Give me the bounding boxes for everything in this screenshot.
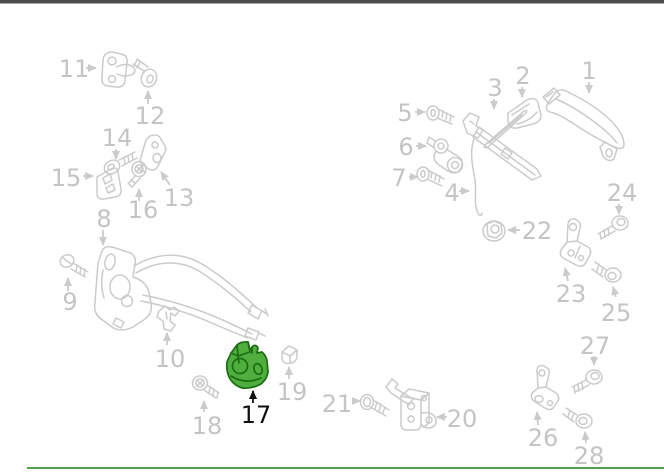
callout-25-label[interactable]: 25 xyxy=(601,299,632,327)
callout-23-arrow xyxy=(562,267,571,282)
part-25-bolt[interactable] xyxy=(591,261,622,283)
callout-5-label[interactable]: 5 xyxy=(397,99,412,127)
callout-23-label[interactable]: 23 xyxy=(556,280,587,308)
part-5-screw[interactable] xyxy=(426,105,455,125)
part-12-screw[interactable] xyxy=(132,58,159,89)
callout-16-label[interactable]: 16 xyxy=(128,196,159,224)
callout-22-label[interactable]: 22 xyxy=(522,217,553,245)
part-26-hinge[interactable] xyxy=(530,364,560,411)
top-border-bar xyxy=(0,0,664,4)
part-10-t-bracket[interactable] xyxy=(156,305,180,332)
part-1-outside-handle[interactable] xyxy=(542,87,625,162)
part-4-rod-linkage[interactable] xyxy=(462,112,542,216)
callout-11-label[interactable]: 11 xyxy=(59,55,90,83)
part-15-clip-bracket[interactable] xyxy=(96,167,122,200)
callout-26-label[interactable]: 26 xyxy=(528,424,559,452)
part-13-curved-plate[interactable] xyxy=(139,134,167,173)
part-7-screw[interactable] xyxy=(416,166,445,187)
part-18-screw[interactable] xyxy=(191,375,220,399)
callout-13-arrow xyxy=(160,171,171,186)
callout-27-label[interactable]: 27 xyxy=(580,332,611,360)
part-22-grommet-nut[interactable] xyxy=(482,220,506,242)
part-16-screw[interactable] xyxy=(127,160,147,188)
part-14-bolt[interactable] xyxy=(102,151,138,177)
part-6-bell-crank[interactable] xyxy=(426,136,464,174)
callout-13-label[interactable]: 13 xyxy=(164,184,195,212)
part-23-hinge[interactable] xyxy=(559,218,592,268)
callout-3-label[interactable]: 3 xyxy=(487,74,502,102)
callout-20-label[interactable]: 20 xyxy=(447,405,478,433)
callout-6-label[interactable]: 6 xyxy=(398,133,413,161)
callout-7-label[interactable]: 7 xyxy=(391,164,406,192)
callout-19-label[interactable]: 19 xyxy=(277,378,308,406)
callout-17-label-selected[interactable]: 17 xyxy=(241,401,272,429)
callout-12-label[interactable]: 12 xyxy=(135,102,166,130)
part-27-bolt[interactable] xyxy=(571,369,603,394)
callout-25-arrow xyxy=(611,286,620,298)
part-19-clip[interactable] xyxy=(281,345,298,365)
callout-18-label[interactable]: 18 xyxy=(192,412,223,440)
callout-1-label[interactable]: 1 xyxy=(581,57,596,85)
callout-14-label[interactable]: 14 xyxy=(102,124,133,152)
callout-15-label[interactable]: 15 xyxy=(51,164,82,192)
part-24-bolt[interactable] xyxy=(597,215,629,240)
bottom-accent-line xyxy=(27,467,664,469)
callout-21-label[interactable]: 21 xyxy=(322,390,353,418)
part-21-bolt[interactable] xyxy=(359,393,390,417)
part-11-striker-bracket[interactable] xyxy=(101,51,136,88)
callout-2-label[interactable]: 2 xyxy=(515,62,530,90)
part-3-seal-strip[interactable] xyxy=(483,109,528,149)
part-17-lock-bracket-selected[interactable] xyxy=(225,341,269,390)
part-28-bolt[interactable] xyxy=(562,407,593,429)
callout-4-label[interactable]: 4 xyxy=(444,179,459,207)
callout-26-arrow xyxy=(533,411,542,426)
callout-28-arrow xyxy=(581,431,590,444)
part-9-screw[interactable] xyxy=(58,253,89,278)
callout-28-label[interactable]: 28 xyxy=(574,442,605,470)
callout-24-label[interactable]: 24 xyxy=(607,179,638,207)
part-20-door-check[interactable] xyxy=(385,378,437,431)
part-8-door-latch-assembly[interactable] xyxy=(93,245,269,341)
part-2-handle-cover[interactable] xyxy=(507,97,542,129)
callout-10-label[interactable]: 10 xyxy=(155,345,186,373)
callout-8-label[interactable]: 8 xyxy=(96,205,111,233)
callout-9-label[interactable]: 9 xyxy=(62,288,77,316)
